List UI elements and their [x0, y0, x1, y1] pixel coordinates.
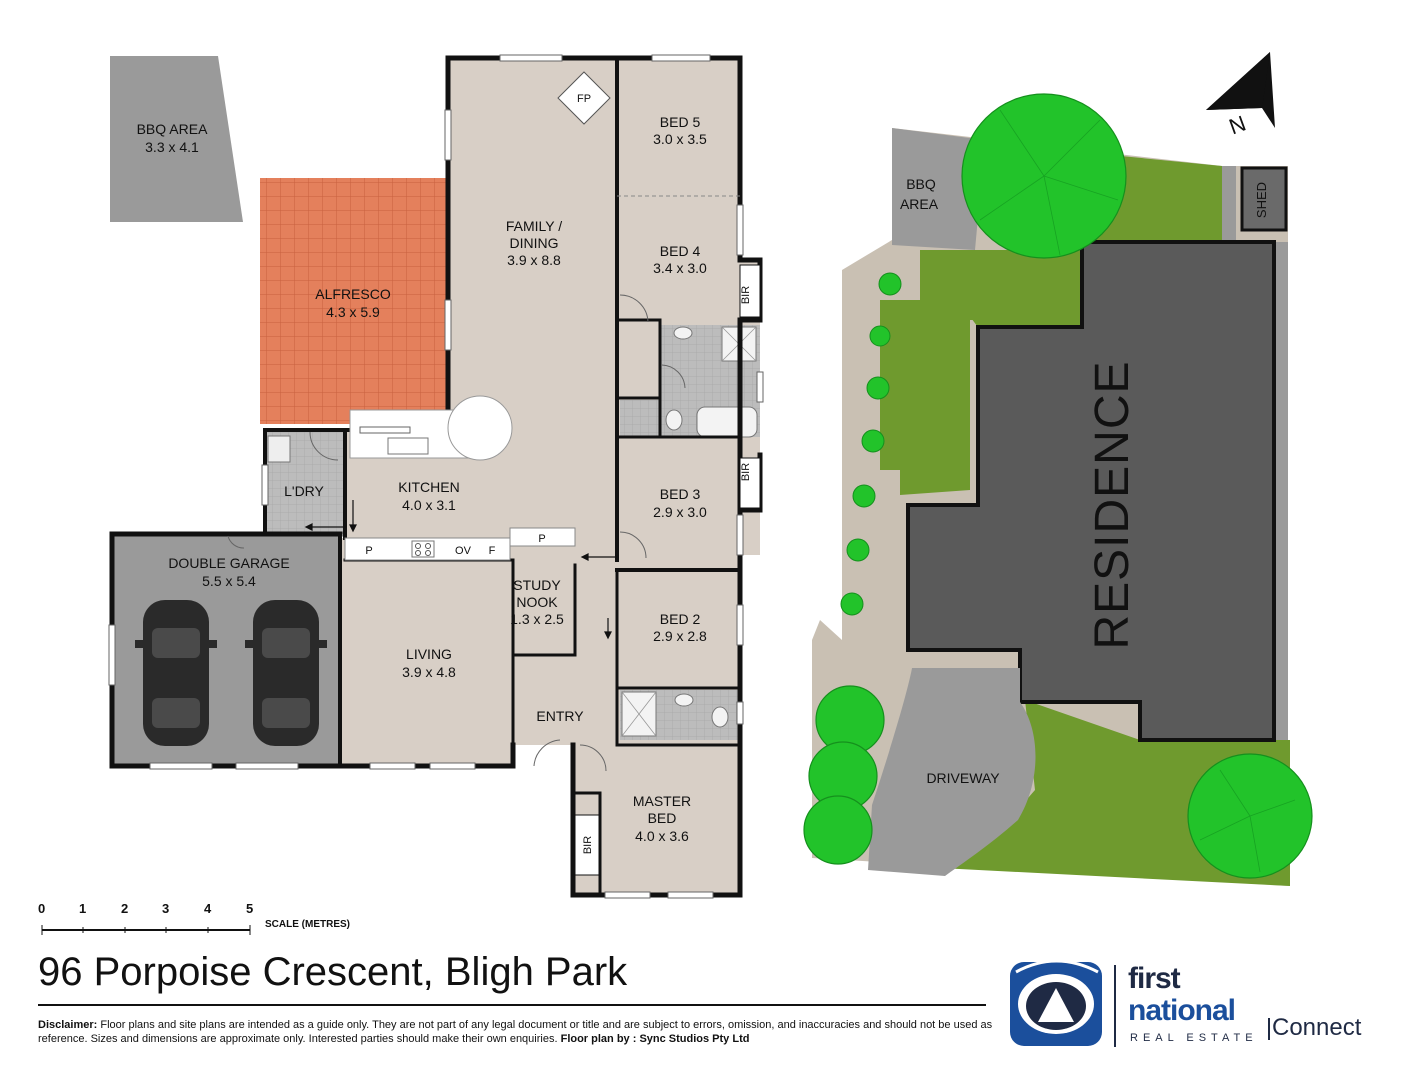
fridge-label: F [489, 545, 496, 557]
scale-tick-3: 3 [162, 901, 170, 916]
bbq-area-zone [110, 56, 243, 222]
master-label-2: BED [648, 810, 677, 826]
alfresco-dims: 4.3 x 5.9 [326, 304, 380, 320]
bbq-area-dims: 3.3 x 4.1 [145, 139, 199, 155]
brand-first: first [1128, 962, 1181, 995]
bbq-area-label: BBQ AREA [137, 121, 208, 137]
family-dining-dims: 3.9 x 8.8 [507, 252, 561, 268]
pantry-label: P [365, 545, 372, 557]
bed2-label: BED 2 [660, 611, 701, 627]
bed5-dims: 3.0 x 3.5 [653, 131, 707, 147]
north-label: N [1226, 110, 1249, 139]
scale-tick-4: 4 [204, 901, 212, 916]
disclaimer-heading: Disclaimer: [38, 1019, 98, 1031]
bed4-label: BED 4 [660, 243, 701, 259]
bir-label-2: BIR [740, 463, 752, 481]
living-dims: 3.9 x 4.8 [402, 664, 456, 680]
site-bbq-label-2: AREA [900, 196, 939, 212]
disclaimer-credit-label: Floor plan by : [560, 1033, 637, 1045]
north-arrow-icon [1206, 52, 1275, 128]
kitchen-dims: 4.0 x 3.1 [402, 497, 456, 513]
brand-separator-2 [1268, 1018, 1270, 1040]
lawn-left [880, 250, 1080, 495]
family-dining-label-1: FAMILY / [506, 218, 562, 234]
bed4-dims: 3.4 x 3.0 [653, 260, 707, 276]
brand-connect: Connect [1272, 1014, 1362, 1041]
shrubs [840, 272, 902, 616]
master-dims: 4.0 x 3.6 [635, 828, 689, 844]
car-left [135, 600, 217, 746]
property-address: 96 Porpoise Crescent, Bligh Park [38, 950, 628, 994]
laundry-label: L'DRY [284, 483, 324, 499]
disclaimer-body: Floor plans and site plans are intended … [38, 1019, 993, 1045]
tree-texture [979, 109, 1296, 873]
bed3-label: BED 3 [660, 486, 701, 502]
site-plan: BBQ AREA SHED RESIDENCE DRIVEWAY [803, 52, 1313, 886]
fireplace-label: FP [577, 93, 591, 105]
fireplace [557, 71, 611, 125]
disclaimer-credit: Sync Studios Pty Ltd [639, 1033, 750, 1045]
scale-tick-2: 2 [121, 901, 129, 916]
alfresco-label: ALFRESCO [315, 286, 391, 302]
bir-closets [574, 264, 761, 876]
oven-label: OV [455, 545, 472, 557]
alfresco-zone [260, 178, 448, 424]
scale-tick-1: 1 [79, 901, 87, 916]
brand-real-estate: REAL ESTATE [1130, 1032, 1258, 1044]
brand-separator [1114, 965, 1116, 1047]
toilet-zone [620, 400, 660, 437]
kitchen-label: KITCHEN [398, 479, 459, 495]
bir-label-1: BIR [740, 286, 752, 304]
residence-footprint [906, 240, 1276, 742]
family-dining-label-2: DINING [510, 235, 559, 251]
bed3-dims: 2.9 x 3.0 [653, 504, 707, 520]
pantry-2-label: P [538, 533, 545, 545]
study-label-1: STUDY [513, 577, 561, 593]
scale-tick-5: 5 [246, 901, 254, 916]
garage-dims: 5.5 x 5.4 [202, 573, 256, 589]
master-label-1: MASTER [633, 793, 691, 809]
scale-bar [41, 925, 251, 935]
scale-label: SCALE (METRES) [265, 919, 350, 930]
bed2-dims: 2.9 x 2.8 [653, 628, 707, 644]
bir-label-3: BIR [582, 836, 594, 854]
site-bbq-area [892, 128, 985, 250]
scale-tick-0: 0 [38, 901, 46, 916]
stair-arrows [304, 500, 617, 640]
study-label-2: NOOK [516, 594, 558, 610]
garage-label: DOUBLE GARAGE [168, 555, 289, 571]
entry-label: ENTRY [536, 708, 584, 724]
residence-label: RESIDENCE [1086, 360, 1139, 649]
shed-label: SHED [1254, 182, 1269, 218]
driveway-label: DRIVEWAY [926, 770, 1000, 786]
study-dims: 1.3 x 2.5 [510, 611, 564, 627]
driveway [868, 668, 1036, 876]
brand-logo-icon [1010, 959, 1102, 1046]
house-floor [340, 58, 760, 895]
site-bbq-label-1: BBQ [906, 176, 936, 192]
floor-plan: BBQ AREA 3.3 x 4.1 ALFRESCO 4.3 x 5.9 DO… [108, 54, 764, 899]
living-label: LIVING [406, 646, 452, 662]
divider [38, 1004, 986, 1006]
bed5-label: BED 5 [660, 114, 701, 130]
windows [108, 54, 764, 899]
shed [1240, 166, 1288, 232]
disclaimer: Disclaimer: Floor plans and site plans a… [38, 1018, 998, 1046]
doors [227, 294, 686, 772]
car-right [245, 600, 327, 746]
brand-national: national [1128, 994, 1236, 1027]
